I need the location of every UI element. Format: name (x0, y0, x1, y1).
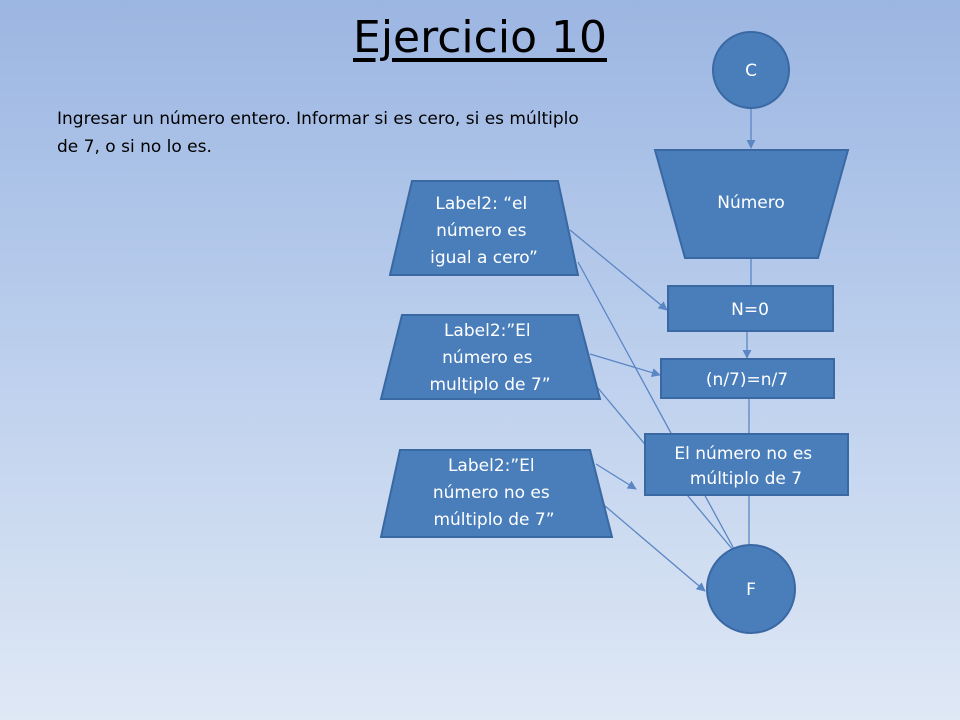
input-node: Número (653, 149, 850, 259)
output-multiple-node: Label2:”El número es multiplo de 7” (379, 314, 602, 400)
slide-title: Ejercicio 10 (353, 12, 607, 63)
svg-text:Label2: “el número es: Label2: “el número es igual a cero” (430, 194, 538, 268)
svg-text:El número no es múltiplo: El número no es múltiplo de 7 (674, 444, 817, 489)
condition-zero-node: N=0 (667, 285, 834, 332)
output-zero-line-3: igual a cero” (430, 248, 538, 268)
input-node-label: Número (717, 193, 785, 213)
not-multiple-line-1: El número no es (674, 444, 812, 464)
not-multiple-line-2: múltiplo de 7 (690, 469, 802, 489)
output-multiple-line-2: número es (442, 348, 532, 368)
condition-zero-label: N=0 (731, 300, 769, 320)
connector-outnotmult-notmult (595, 463, 637, 490)
condition-multiple-node: (n/7)=n/7 (660, 358, 835, 399)
output-not-multiple-line-3: múltiplo de 7” (433, 510, 554, 530)
connector-outnotmult-end (597, 499, 706, 592)
connector-outzero-end (577, 261, 741, 561)
exercise-description: Ingresar un número entero. Informar si e… (57, 109, 579, 157)
svg-text:Label2:”El número es: Label2:”El número es multiplo de 7” (429, 321, 550, 395)
output-not-multiple-node: Label2:”El número no es múltiplo de 7” (379, 449, 614, 538)
output-not-multiple-line-1: Label2:”El (448, 456, 535, 476)
output-not-multiple-line-2: número no es (433, 483, 550, 503)
output-multiple-line-1: Label2:”El (444, 321, 531, 341)
end-node-label: F (746, 580, 756, 600)
output-multiple-line-3: multiplo de 7” (429, 375, 550, 395)
not-multiple-node: El número no es múltiplo de 7 (644, 433, 849, 496)
svg-text:Label2:”El número no es: Label2:”El número no es múltiplo de 7” (433, 456, 555, 530)
output-zero-line-2: número es (436, 221, 526, 241)
output-zero-line-1: Label2: “el (435, 194, 527, 214)
condition-multiple-label: (n/7)=n/7 (706, 370, 788, 390)
end-node: F (706, 544, 796, 634)
connector-outzero-zero (569, 229, 668, 311)
start-node-label: C (745, 61, 757, 81)
output-zero-node: Label2: “el número es igual a cero” (388, 180, 580, 276)
start-node: C (712, 31, 790, 109)
connector-outmult7-mult7 (589, 353, 661, 378)
